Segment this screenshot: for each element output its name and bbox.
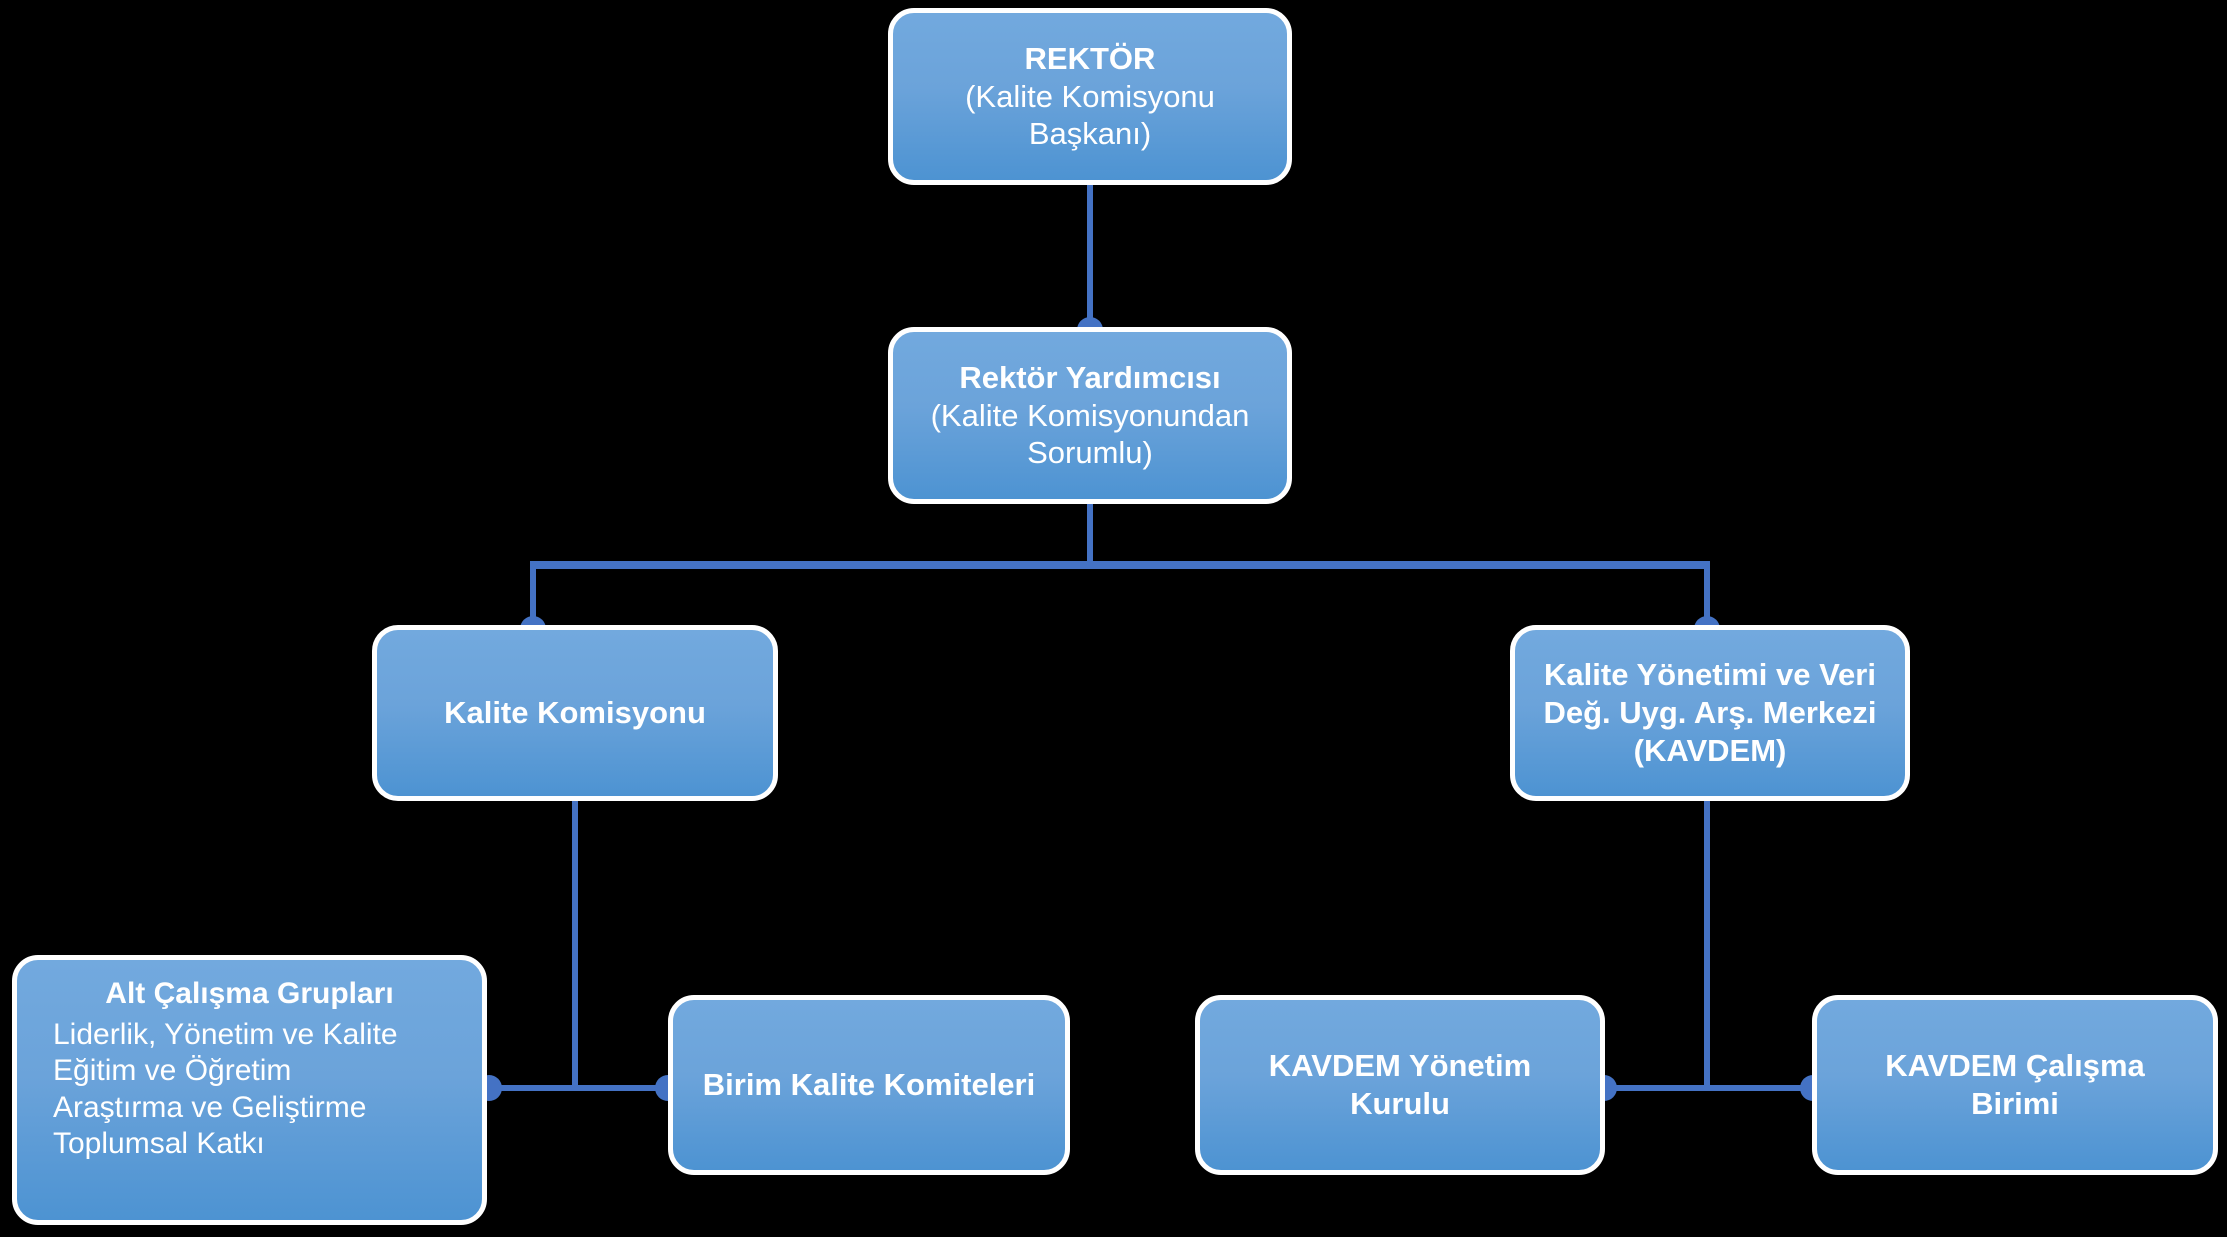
node-kavdem-yonetim-kurulu-line2: Kurulu <box>1350 1086 1450 1121</box>
list-item: Toplumsal Katkı <box>53 1127 265 1161</box>
node-rektor-yardimcisi-subtitle-line1: (Kalite Komisyonundan <box>930 397 1250 433</box>
node-kavdem-line3: (KAVDEM) <box>1633 732 1787 768</box>
node-kavdem-calisma-birimi-line2: Birimi <box>1971 1086 2059 1121</box>
node-rektor[interactable]: REKTÖR (Kalite Komisyonu Başkanı) <box>888 8 1292 185</box>
node-rektor-yardimcisi-title: Rektör Yardımcısı <box>959 359 1221 395</box>
list-item: Araştırma ve Geliştirme <box>53 1090 367 1124</box>
node-kavdem-calisma-birimi-line1: KAVDEM Çalışma <box>1885 1048 2145 1084</box>
list-item: Eğitim ve Öğretim <box>53 1054 292 1088</box>
node-kavdem-yonetim-kurulu[interactable]: KAVDEM Yönetim Kurulu <box>1195 995 1605 1175</box>
node-birim-kalite-komiteleri[interactable]: Birim Kalite Komiteleri <box>668 995 1070 1175</box>
node-kalite-komisyonu[interactable]: Kalite Komisyonu <box>372 625 778 801</box>
node-rektor-subtitle-line2: Başkanı) <box>1028 116 1152 152</box>
node-alt-calisma-gruplari-title: Alt Çalışma Grupları <box>105 977 394 1010</box>
node-kalite-komisyonu-title: Kalite Komisyonu <box>444 695 706 731</box>
node-kavdem-calisma-birimi[interactable]: KAVDEM Çalışma Birimi <box>1812 995 2218 1175</box>
node-rektor-yardimcisi[interactable]: Rektör Yardımcısı (Kalite Komisyonundan … <box>888 327 1292 504</box>
node-kavdem[interactable]: Kalite Yönetimi ve Veri Değ. Uyg. Arş. M… <box>1510 625 1910 801</box>
node-rektor-yardimcisi-subtitle-line2: Sorumlu) <box>1027 435 1153 471</box>
node-rektor-subtitle-line1: (Kalite Komisyonu <box>965 78 1215 114</box>
node-kavdem-line1: Kalite Yönetimi ve Veri <box>1544 657 1876 693</box>
node-kavdem-line2: Değ. Uyg. Arş. Merkezi <box>1543 695 1877 731</box>
node-birim-kalite-komiteleri-title: Birim Kalite Komiteleri <box>702 1067 1036 1103</box>
list-item: Liderlik, Yönetim ve Kalite <box>53 1017 398 1051</box>
node-alt-calisma-gruplari[interactable]: Alt Çalışma Grupları Liderlik, Yönetim v… <box>12 955 487 1225</box>
node-alt-calisma-gruplari-list: Liderlik, Yönetim ve Kalite Eğitim ve Öğ… <box>35 1017 464 1163</box>
node-kavdem-yonetim-kurulu-line1: KAVDEM Yönetim <box>1268 1048 1532 1084</box>
node-rektor-title: REKTÖR <box>1024 40 1156 76</box>
